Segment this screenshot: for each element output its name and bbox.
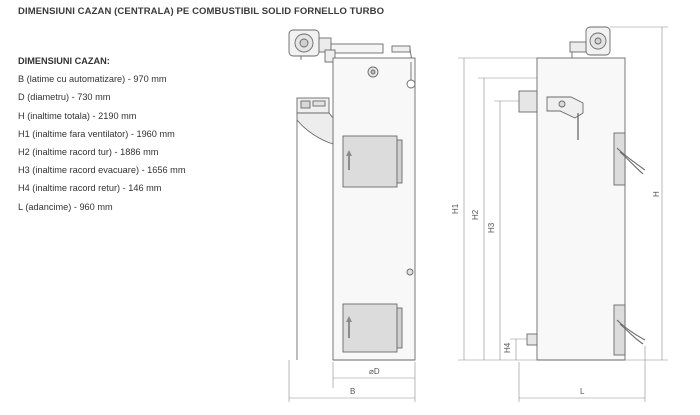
spec-h: H (inaltime totala) - 2190 mm	[18, 110, 137, 121]
spec-h1: H1 (inaltime fara ventilator) - 1960 mm	[18, 128, 175, 139]
spec-h4: H4 (inaltime racord retur) - 146 mm	[18, 183, 162, 194]
side-dimensions	[458, 26, 668, 402]
side-upper-door	[613, 132, 646, 186]
width-label: B	[350, 387, 355, 396]
h2-label: H2	[471, 209, 480, 220]
flue-outlet	[518, 90, 538, 113]
return-pipe	[526, 333, 538, 346]
side-knob	[406, 268, 414, 276]
side-view	[518, 26, 646, 361]
h-label: H	[652, 191, 661, 197]
front-view	[288, 29, 416, 361]
h4-label: H4	[503, 342, 512, 353]
depth-label: L	[580, 387, 585, 396]
h3-label: H3	[487, 222, 496, 233]
spec-l: L (adancime) - 960 mm	[18, 201, 113, 212]
spec-h2: H2 (inaltime racord tur) - 1886 mm	[18, 147, 159, 158]
side-controller	[546, 96, 584, 140]
upper-door	[342, 135, 403, 188]
lower-door	[342, 303, 403, 353]
h1-label: H1	[451, 203, 460, 214]
diameter-label: ⌀D	[369, 367, 380, 376]
dimensions-list: DIMENSIUNI CAZAN: B (latime cu automatiz…	[18, 52, 185, 216]
page-title: DIMENSIUNI CAZAN (CENTRALA) PE COMBUSTIB…	[18, 6, 385, 17]
controller-box	[296, 97, 334, 360]
side-fan	[569, 26, 611, 60]
dimensions-heading: DIMENSIUNI CAZAN:	[18, 56, 110, 66]
spec-b: B (latime cu automatizare) - 970 mm	[18, 74, 167, 85]
spec-h3: H3 (inaltime racord evacuare) - 1656 mm	[18, 165, 186, 176]
front-dimensions	[288, 360, 416, 402]
front-fan	[288, 29, 332, 60]
side-lower-door	[613, 304, 646, 356]
front-top-pipe	[330, 43, 384, 54]
spec-d: D (diametru) - 730 mm	[18, 92, 111, 103]
